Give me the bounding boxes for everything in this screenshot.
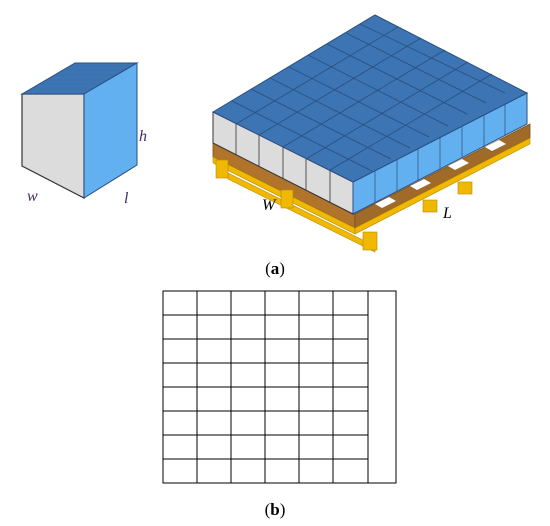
pallet-block	[280, 189, 294, 209]
box-height-label: h	[139, 128, 147, 145]
caption-a-open: (	[265, 259, 271, 278]
pallet-length-label: L	[442, 205, 452, 222]
pallet-block	[215, 159, 229, 179]
pallet-slot	[375, 197, 396, 208]
caption-a-close: )	[279, 259, 285, 278]
single-box-front-face	[21, 93, 85, 199]
layout-grid	[162, 290, 397, 484]
box-width-label: w	[27, 188, 38, 205]
pallet-block	[457, 181, 473, 195]
pallet-block	[362, 231, 378, 251]
caption-b: (b)	[265, 500, 286, 519]
pallet-block	[422, 199, 438, 213]
caption-a-letter: a	[271, 259, 280, 278]
single-box-top-texture	[30, 65, 132, 90]
caption-b-close: )	[280, 500, 286, 519]
pallet-slot	[448, 159, 469, 170]
single-box-side-face	[83, 62, 138, 199]
caption-b-open: (	[265, 500, 271, 519]
box-length-label: l	[124, 190, 129, 207]
caption-b-letter: b	[270, 500, 279, 519]
loaded-pallet	[211, 14, 531, 253]
stack-right-dividers	[374, 104, 506, 202]
pallet-slot	[485, 140, 506, 151]
stack-top-grid	[231, 23, 506, 172]
pallet	[212, 123, 531, 253]
caption-a: (a)	[265, 259, 285, 278]
pallet-runner-right	[354, 137, 531, 235]
pallet-slot	[410, 179, 431, 190]
pallet-width-label: W	[262, 197, 277, 214]
single-box	[20, 62, 139, 199]
stack-front-dividers	[235, 124, 331, 202]
